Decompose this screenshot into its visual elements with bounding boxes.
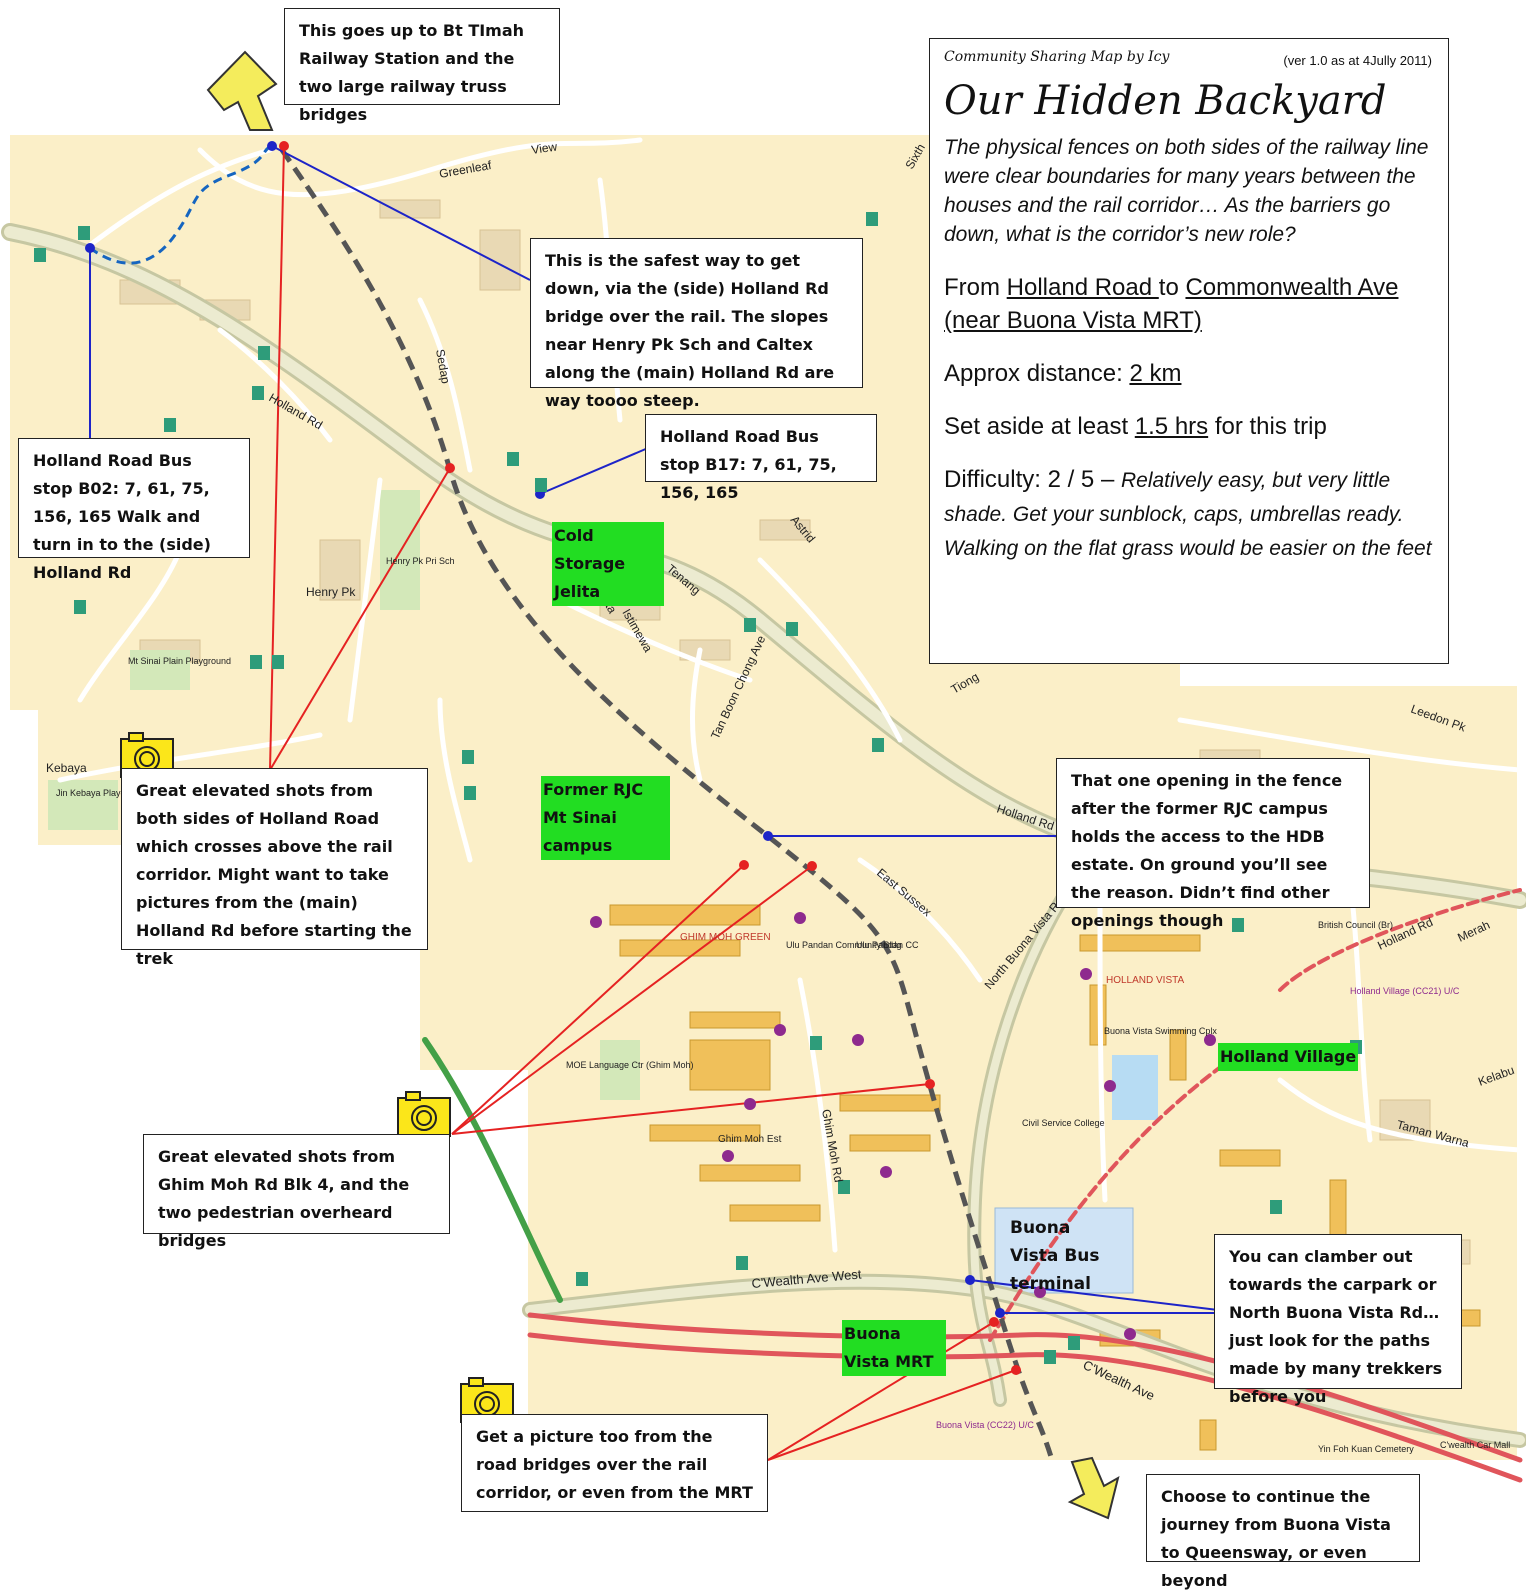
label-buona-vista-cc22: Buona Vista (CC22) U/C	[936, 1420, 1034, 1430]
label-view: View	[530, 139, 558, 156]
info-credit: Community Sharing Map by Icy	[944, 49, 1170, 65]
label-ghim-moh-green: GHIM MOH GREEN	[680, 932, 771, 943]
info-intro: The physical fences on both sides of the…	[944, 136, 1429, 246]
bus-terminal-area	[994, 1207, 1134, 1294]
highlight-cold-storage: Cold Storage Jelita	[552, 522, 664, 606]
info-difficulty-label: Difficulty: 2 / 5 –	[944, 466, 1121, 493]
red-pointer-lines	[269, 145, 1017, 1461]
info-version: (ver 1.0 as at 4Jully 2011)	[1283, 53, 1432, 68]
callout-road-bridges: Get a picture too from the road bridges …	[461, 1414, 768, 1512]
label-ghim-moh-est: Ghim Moh Est	[718, 1134, 782, 1145]
info-difficulty: Difficulty: 2 / 5 – Relatively easy, but…	[944, 463, 1434, 565]
bus-terminal-label: Buona Vista Bus terminal	[1010, 1218, 1100, 1294]
north-arrow-icon	[206, 50, 278, 131]
walking-route	[89, 144, 273, 265]
label-civil-service: Civil Service College	[1022, 1118, 1105, 1128]
info-panel: Community Sharing Map by Icy (ver 1.0 as…	[929, 38, 1449, 664]
mrt-lines	[527, 888, 1523, 1483]
info-time-value: 1.5 hrs	[1134, 413, 1209, 440]
info-route-mid: to	[1158, 274, 1186, 301]
info-title: Our Hidden Backyard	[944, 78, 1387, 124]
info-route: From Holland Road to Commonwealth Ave (n…	[944, 271, 1434, 337]
label-holland-village-cc21: Holland Village (CC21) U/C	[1350, 986, 1460, 996]
info-route-end[interactable]: Commonwealth Ave (near Buona Vista MRT)	[944, 274, 1399, 334]
label-henry-pk-sch: Henry Pk Pri Sch	[386, 556, 455, 566]
callout-ghim-moh: Great elevated shots from Ghim Moh Rd Bl…	[143, 1134, 450, 1250]
highlight-rjc: Former RJC Mt Sinai campus	[541, 776, 670, 860]
label-ulu-pandan: Ulu Pandan Community Bldg	[786, 940, 902, 950]
highlight-holland-village: Holland Village	[1218, 1043, 1359, 1071]
callout-safest-way: This is the safest way to get down, via …	[530, 238, 863, 410]
label-kebaya: Kebaya	[46, 761, 87, 775]
info-time-suffix: for this trip	[1208, 413, 1327, 440]
label-holland-vista: HOLLAND VISTA	[1106, 975, 1184, 986]
label-moe: MOE Language Ctr (Ghim Moh)	[566, 1060, 694, 1070]
info-time-prefix: Set aside at least	[944, 413, 1135, 440]
label-jin-kebaya: Jin Kebaya Playground	[56, 788, 149, 798]
callout-bus-stop-b02: Holland Road Bus stop B02: 7, 61, 75, 15…	[18, 438, 250, 582]
label-sedap: Sedap	[433, 348, 453, 385]
highlight-buona-vista-mrt: Buona Vista MRT	[842, 1320, 946, 1376]
callout-continue: Choose to continue the journey from Buon…	[1146, 1474, 1420, 1590]
callout-clamber: You can clamber out towards the carpark …	[1214, 1234, 1462, 1406]
info-distance-value: 2 km	[1129, 360, 1182, 387]
camera-icon-2	[397, 1091, 451, 1137]
label-british-council: British Council (Br)	[1318, 920, 1393, 930]
callout-fence-opening: That one opening in the fence after the …	[1056, 758, 1370, 930]
south-arrow-icon	[1067, 1456, 1120, 1520]
info-time: Set aside at least 1.5 hrs for this trip	[944, 410, 1434, 443]
swimming-complex	[1112, 1055, 1158, 1120]
blue-pointer-lines	[89, 145, 1219, 1314]
info-route-prefix: From	[944, 274, 1007, 301]
label-cwealth-carmall: C'wealth Car Mall	[1440, 1440, 1510, 1450]
map-panel-centre	[420, 650, 1180, 1070]
label-ulu-pandan-cc: Ulu Pandan CC	[856, 940, 919, 950]
label-henry-pk: Henry Pk	[306, 585, 356, 599]
bus-stop-icons	[34, 212, 1362, 1364]
callout-bus-stop-b17: Holland Road Bus stop B17: 7, 61, 75, 15…	[645, 414, 877, 502]
info-distance-label: Approx distance:	[944, 360, 1130, 387]
callout-north-station: This goes up to Bt TImah Railway Station…	[284, 8, 560, 124]
label-buona-vista-pool: Buona Vista Swimming Cplx	[1104, 1026, 1217, 1036]
hdb-blocks	[609, 904, 1481, 1451]
info-route-start[interactable]: Holland Road	[1006, 274, 1159, 301]
info-difficulty-note: Relatively easy, but very little shade. …	[944, 469, 1432, 560]
callout-elevated-holland: Great elevated shots from both sides of …	[121, 768, 428, 968]
info-distance: Approx distance: 2 km	[944, 357, 1434, 390]
minor-roads	[57, 137, 1523, 1253]
parking-icons	[590, 912, 1216, 1340]
label-yin-foh-kuan: Yin Foh Kuan Cemetery	[1318, 1444, 1414, 1454]
label-mt-sinai-playground: Mt Sinai Plain Playground	[128, 656, 231, 666]
